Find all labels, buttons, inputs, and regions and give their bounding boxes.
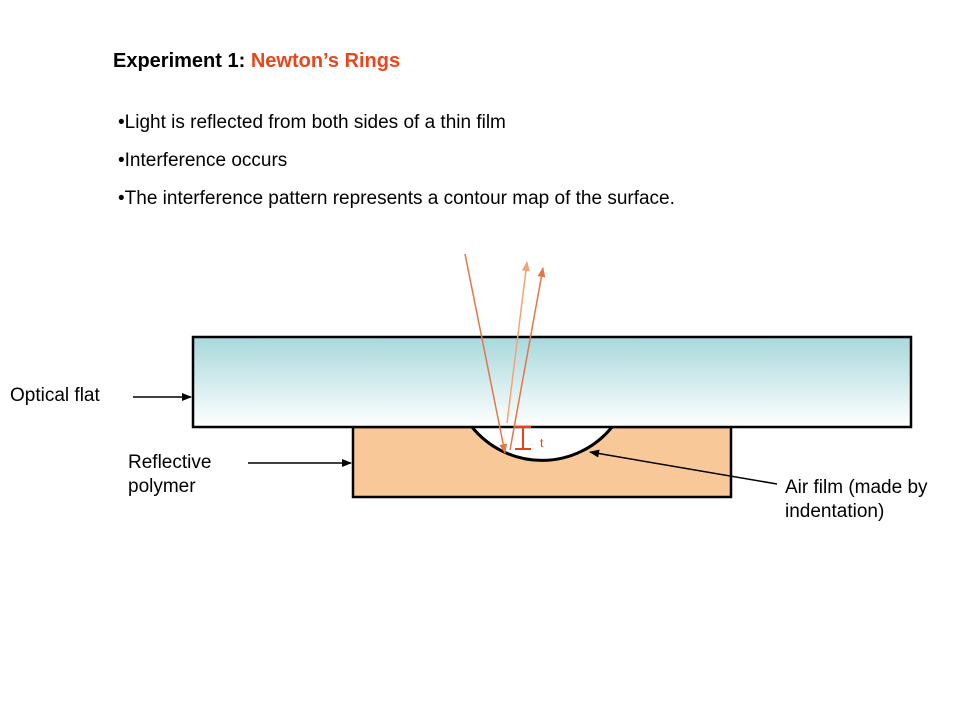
air-film-label: Air film (made by indentation) (785, 477, 928, 522)
optical-flat (191, 335, 913, 429)
reflected-ray-bottom (509, 267, 546, 451)
air-film-outline (470, 426, 614, 462)
optical-flat-label: Optical flat (10, 385, 100, 406)
thickness-label: t (540, 436, 544, 450)
incident-ray (464, 253, 508, 454)
thickness-marker (515, 426, 531, 450)
bullet-list: •Light is reflected from both sides of a… (118, 111, 758, 225)
air-film-pointer (589, 449, 778, 485)
reflective-polymer-label: Reflective polymer (128, 452, 212, 497)
bullet-item: •Light is reflected from both sides of a… (118, 112, 506, 133)
reflected-ray-top (506, 261, 530, 424)
bullet-item: •The interference pattern represents a c… (118, 188, 675, 209)
slide-title: Experiment 1: Newton’s Rings (113, 50, 400, 73)
title-accent: Newton’s Rings (250, 50, 401, 72)
bullet-item: •Interference occurs (118, 150, 288, 171)
title-prefix: Experiment 1: (113, 50, 251, 72)
